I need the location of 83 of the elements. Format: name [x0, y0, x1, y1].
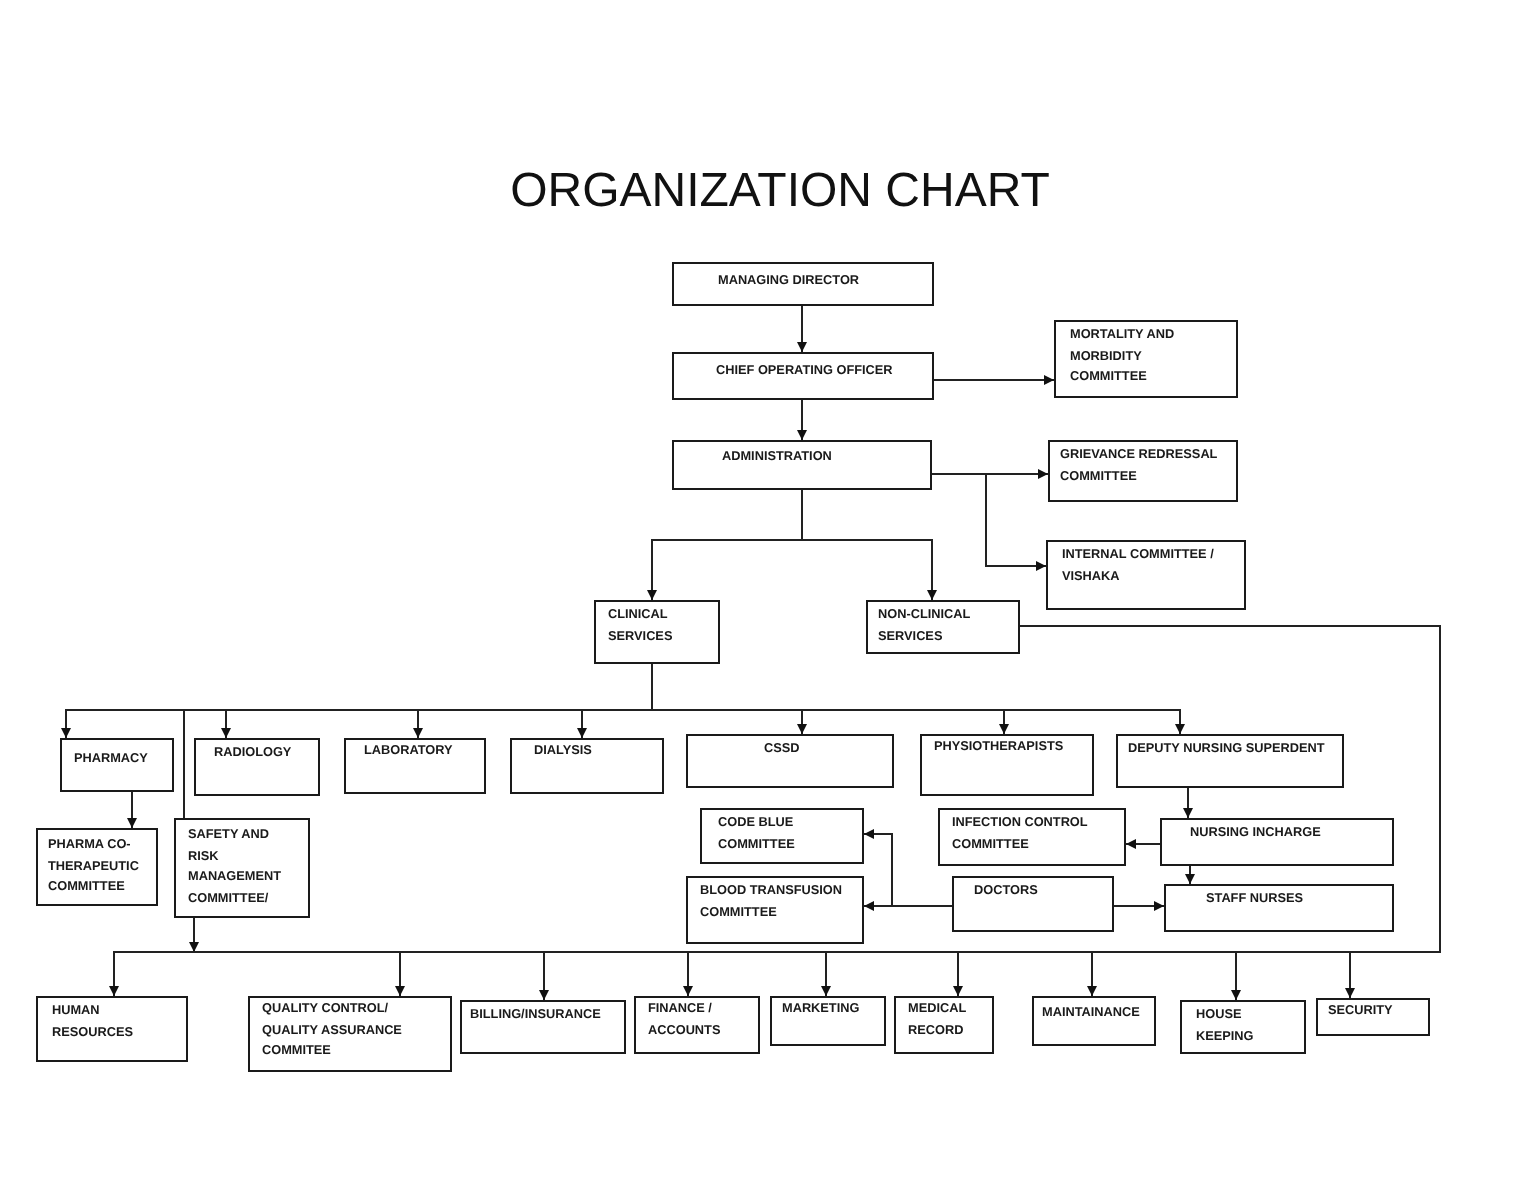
- org-unit-box: [1316, 998, 1430, 1036]
- connector-line: [801, 709, 1005, 711]
- connector-line: [931, 473, 987, 475]
- connector-line: [1091, 951, 1237, 953]
- connector-line: [1019, 625, 1441, 953]
- org-unit-box: [700, 808, 864, 864]
- connector-arrow: [1345, 951, 1355, 999]
- org-unit-box: [1116, 734, 1344, 788]
- connector-line: [183, 709, 185, 819]
- connector-line: [801, 489, 803, 541]
- connector-arrow: [1113, 901, 1165, 911]
- connector-arrow: [539, 951, 549, 1001]
- connector-line: [543, 951, 689, 953]
- org-unit-box: [194, 738, 320, 796]
- connector-line: [399, 951, 545, 953]
- connector-line: [687, 951, 827, 953]
- connector-arrow: [821, 951, 831, 997]
- org-unit-box: [460, 1000, 626, 1054]
- connector-arrow: [797, 399, 807, 441]
- connector-arrow: [985, 473, 1047, 571]
- org-unit-box: [672, 262, 934, 306]
- connector-line: [417, 709, 583, 711]
- connector-arrow: [1183, 787, 1193, 819]
- connector-arrow: [577, 709, 587, 739]
- org-unit-box: [510, 738, 664, 794]
- org-unit-box: [248, 996, 452, 1072]
- connector-arrow: [1087, 951, 1097, 997]
- connector-arrow: [863, 829, 893, 907]
- org-unit-box: [686, 876, 864, 944]
- org-unit-box: [1032, 996, 1156, 1046]
- org-unit-box: [594, 600, 720, 664]
- connector-arrow: [863, 901, 893, 911]
- org-unit-box: [1048, 440, 1238, 502]
- connector-arrow: [797, 709, 807, 735]
- org-unit-box: [634, 996, 760, 1054]
- org-unit-box: [686, 734, 894, 788]
- connector-line: [651, 663, 653, 711]
- org-unit-box: [920, 734, 1094, 796]
- connector-line: [581, 709, 653, 711]
- org-unit-box: [1046, 540, 1246, 610]
- connector-arrow: [953, 951, 963, 997]
- org-unit-box: [938, 808, 1126, 866]
- connector-arrow: [1003, 709, 1185, 735]
- connector-line: [957, 951, 1093, 953]
- chart-title: ORGANIZATION CHART: [508, 164, 1052, 220]
- org-unit-box: [1180, 1000, 1306, 1054]
- connector-line: [651, 709, 803, 711]
- connector-arrow: [127, 791, 137, 829]
- org-unit-box: [894, 996, 994, 1054]
- org-unit-box: [36, 828, 158, 906]
- connector-arrow: [801, 539, 937, 601]
- org-unit-box: [60, 738, 174, 792]
- org-unit-box: [952, 876, 1114, 932]
- connector-arrow: [683, 951, 693, 997]
- connector-arrow: [1185, 865, 1195, 885]
- org-unit-box: [36, 996, 188, 1062]
- connector-arrow: [61, 709, 185, 739]
- org-unit-box: [174, 818, 310, 918]
- org-unit-box: [866, 600, 1020, 654]
- connector-arrow: [985, 469, 1049, 479]
- org-unit-box: [344, 738, 486, 794]
- connector-arrow: [395, 951, 405, 997]
- org-unit-box: [672, 352, 934, 400]
- connector-arrow: [1125, 839, 1161, 849]
- connector-arrow: [1231, 951, 1241, 1001]
- connector-arrow: [933, 375, 1055, 385]
- org-unit-box: [770, 996, 886, 1046]
- org-unit-box: [672, 440, 932, 490]
- connector-line: [183, 709, 227, 711]
- connector-line: [825, 951, 959, 953]
- connector-line: [891, 905, 953, 907]
- org-unit-box: [1160, 818, 1394, 866]
- connector-arrow: [797, 305, 807, 353]
- connector-arrow: [413, 709, 423, 739]
- org-unit-box: [1164, 884, 1394, 932]
- connector-line: [1235, 951, 1351, 953]
- connector-arrow: [647, 539, 803, 601]
- connector-arrow: [999, 709, 1009, 735]
- connector-arrow: [221, 709, 231, 739]
- connector-arrow: [109, 951, 401, 997]
- connector-line: [225, 709, 419, 711]
- org-unit-box: [1054, 320, 1238, 398]
- connector-arrow: [189, 917, 199, 953]
